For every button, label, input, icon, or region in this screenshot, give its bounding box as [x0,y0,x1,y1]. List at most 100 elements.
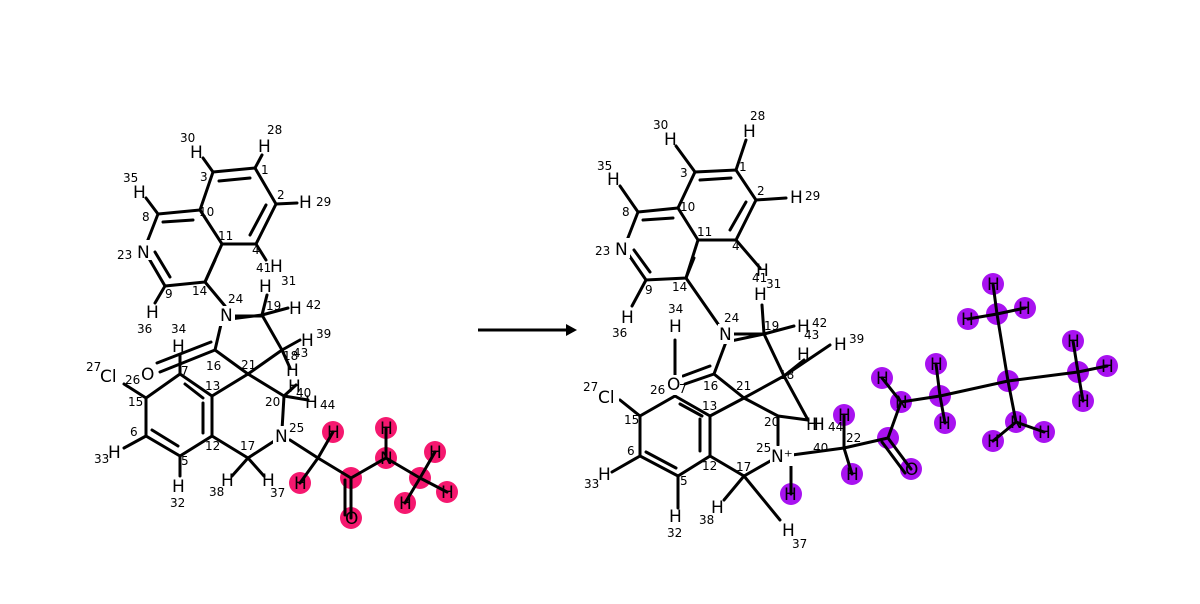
svg-text:H: H [987,275,1000,295]
atom-number: 42 [306,298,321,312]
atom-number: 37 [792,537,807,551]
atom-number: 31 [281,274,296,288]
svg-text:H: H [1067,332,1080,352]
atom-label: H [289,299,302,319]
atom-number: 8 [142,210,150,224]
atom-number: 41 [256,261,271,275]
atom-number: 1 [739,160,747,174]
atom-label: H [288,377,301,397]
atom-number: 35 [123,171,138,185]
atom-label: H [258,137,271,157]
atom-label: N [719,325,732,345]
atom-number: 7 [181,364,189,378]
atom-label: H [441,483,454,503]
atom-number: 32 [667,526,682,540]
atom-number: 42 [812,316,827,330]
atom-label: H [172,337,185,357]
atom-label: H [806,415,819,435]
atom-number: 10 [199,205,214,219]
atom-label: H [172,477,185,497]
atom-number: 14 [192,284,207,298]
atom-label: O [141,365,154,385]
atom-number: 36 [612,326,627,340]
atom-number: 23 [117,248,132,262]
atom-number: 39 [316,327,331,341]
svg-text:H: H [1018,299,1031,319]
product-highlight [780,273,1118,505]
atom-number: 11 [697,225,712,239]
atom-number: 7 [679,382,687,396]
atom-number: 9 [645,283,653,297]
atom-number: 40 [813,441,828,455]
atom-number: 10 [680,200,695,214]
atom-number: 28 [267,123,282,137]
atom-number: 13 [205,379,220,393]
product-molecule: N N N⁺ O Cl H H H H H H H H H H H H H H … [583,109,1118,551]
atom-label: H [664,130,677,150]
atom-label: O [667,375,680,395]
atom-number: 23 [595,244,610,258]
atom-label: N [220,306,233,326]
atom-label: N [275,427,288,447]
atom-label: O [345,509,358,529]
atom-label: H [754,285,767,305]
atom-number: 19 [764,319,779,333]
svg-text:H: H [987,432,1000,452]
atom-label: H [327,423,340,443]
svg-text:H: H [838,406,851,426]
atom-label: H [756,261,769,281]
atom-number: 20 [764,415,779,429]
atom-number: 21 [241,358,256,372]
atom-number: 29 [805,189,820,203]
atom-number: 28 [750,109,765,123]
atom-number: 15 [624,413,639,427]
reactant-bonds [122,153,449,520]
atom-label: H [305,393,318,413]
atom-label: N [380,449,393,469]
atom-label: H [607,170,620,190]
reactant-atom-numbers: 1 2 3 4 5 6 7 8 9 10 11 12 13 14 15 16 1… [86,123,335,510]
atom-label: H [782,521,795,541]
svg-text:H: H [876,369,889,389]
atom-number: 11 [218,229,233,243]
atom-label: N [137,243,150,263]
atom-number: 2 [757,184,765,198]
atom-label: H [399,494,412,514]
atom-number: 6 [627,444,635,458]
atom-label: H [262,471,275,491]
atom-number: 4 [252,243,260,257]
atom-number: 15 [128,395,143,409]
svg-text:H: H [1038,423,1051,443]
atom-label: H [294,474,307,494]
reactant-molecule: N N N Cl O H H H H H H H H H H H H H H H… [86,123,458,529]
atom-number: 22 [846,431,861,445]
atom-number: 8 [622,205,630,219]
atom-number: 16 [206,359,221,373]
atom-label: H [133,183,146,203]
atom-number: 20 [265,395,280,409]
atom-number: 13 [702,399,717,413]
reactant-atom-labels: N N N Cl O H H H H H H H H H H H H H H H… [100,137,454,529]
atom-label: H [270,257,283,277]
svg-text:H: H [938,414,951,434]
atom-label: H [108,443,121,463]
atom-number: 38 [699,513,714,527]
atom-label: H [301,331,314,351]
atom-number: 4 [732,239,740,253]
atom-number: 17 [736,460,751,474]
svg-text:H: H [961,310,974,330]
atom-label: N [615,240,628,260]
atom-number: 26 [125,373,140,387]
atom-label: H [797,317,810,337]
product-atom-labels: N N N⁺ O Cl H H H H H H H H H H H H H H … [597,122,1114,541]
svg-text:H: H [1101,357,1114,377]
atom-number: 38 [209,485,224,499]
atom-number: 26 [650,383,665,397]
atom-label: H [190,143,203,163]
atom-label: H [286,361,299,381]
atom-number: 37 [270,486,285,500]
atom-number: 39 [849,332,864,346]
atom-number: 17 [240,439,255,453]
